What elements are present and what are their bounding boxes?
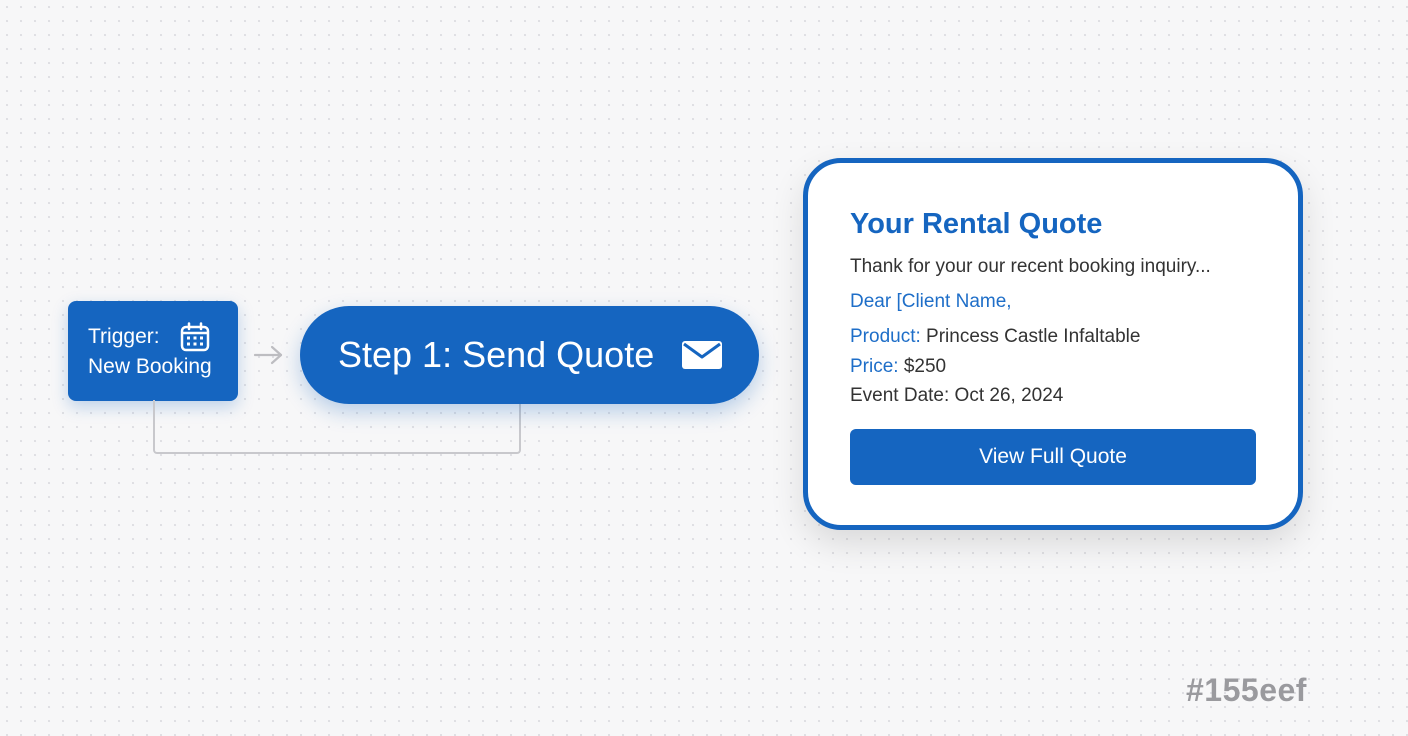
connector-line <box>153 400 521 454</box>
product-key: Product: <box>850 326 921 347</box>
event-date-row: Event Date: Oct 26, 2024 <box>850 385 1064 406</box>
quote-salutation: Dear [Client Name, <box>850 291 1012 312</box>
price-row: Price: $250 <box>850 355 1298 379</box>
calendar-icon <box>180 322 210 352</box>
trigger-label: Trigger: <box>88 325 160 348</box>
product-value: Princess Castle Infaltable <box>920 326 1141 347</box>
price-value: $250 <box>898 356 947 377</box>
price-key: Price: <box>850 356 899 377</box>
trigger-event-label: New Booking <box>88 355 212 378</box>
quote-email-preview-card: Your Rental Quote Thank for your our rec… <box>803 158 1303 530</box>
quote-title: Your Rental Quote <box>850 208 1103 240</box>
product-row: Product: Princess Castle Infaltable <box>850 325 1298 349</box>
color-code-label: #155eef <box>1186 672 1307 708</box>
quote-intro-text: Thank for your our recent booking inquir… <box>850 256 1211 277</box>
view-full-quote-button[interactable]: View Full Quote <box>850 429 1256 485</box>
mail-icon <box>682 341 723 369</box>
trigger-node[interactable]: Trigger: New Booking <box>68 301 238 401</box>
arrow-right-icon <box>253 345 283 365</box>
step-send-quote-node[interactable]: Step 1: Send Quote <box>300 306 759 404</box>
step-label: Step 1: Send Quote <box>338 334 655 375</box>
trigger-title-row: Trigger: <box>88 322 238 352</box>
